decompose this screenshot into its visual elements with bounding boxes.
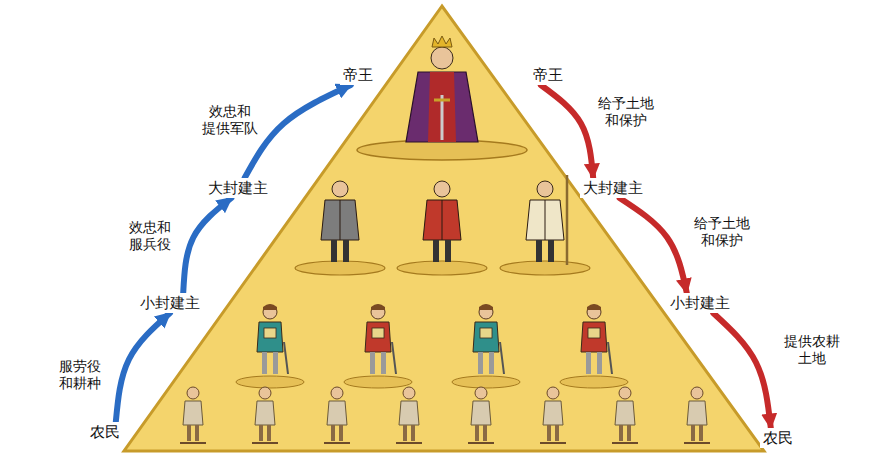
obligation-arrow <box>183 198 231 293</box>
tier-name: 小封建主 <box>670 294 730 312</box>
edge-label: 效忠和 服兵役 <box>127 219 173 254</box>
tier-name: 农民 <box>763 429 793 447</box>
tier-label: 帝王 <box>340 65 376 85</box>
obligation-arrow <box>713 313 771 428</box>
tier-label: 大封建主 <box>205 178 271 198</box>
tier-name: 帝王 <box>343 66 373 84</box>
edge-label: 服劳役 和耕种 <box>57 358 103 393</box>
obligation-arrow <box>116 313 170 422</box>
edge-label: 效忠和 提供军队 <box>200 103 260 138</box>
great-lord-figures <box>295 175 590 275</box>
peasant-figures <box>180 387 710 443</box>
knight-figures <box>236 304 628 388</box>
tier-name: 大封建主 <box>208 179 268 197</box>
obligation-arrow <box>245 85 351 178</box>
tier-label: 农民 <box>87 422 123 442</box>
tier-name: 帝王 <box>533 66 563 84</box>
pyramid <box>124 6 764 451</box>
tier-label: 农民 <box>760 428 796 448</box>
tier-label: 大封建主 <box>580 178 646 198</box>
tier-label: 小封建主 <box>137 293 203 313</box>
edge-label: 提供农耕 土地 <box>782 333 842 368</box>
tier-label: 小封建主 <box>667 293 733 313</box>
obligation-arrow <box>620 198 687 293</box>
tier-label: 帝王 <box>530 65 566 85</box>
king-figure <box>357 36 527 160</box>
tier-name: 农民 <box>90 423 120 441</box>
edge-label: 给予土地 和保护 <box>596 95 656 130</box>
tier-name: 大封建主 <box>583 179 643 197</box>
edge-label: 给予土地 和保护 <box>692 215 752 250</box>
tier-name: 小封建主 <box>140 294 200 312</box>
obligation-arrow <box>541 85 593 178</box>
